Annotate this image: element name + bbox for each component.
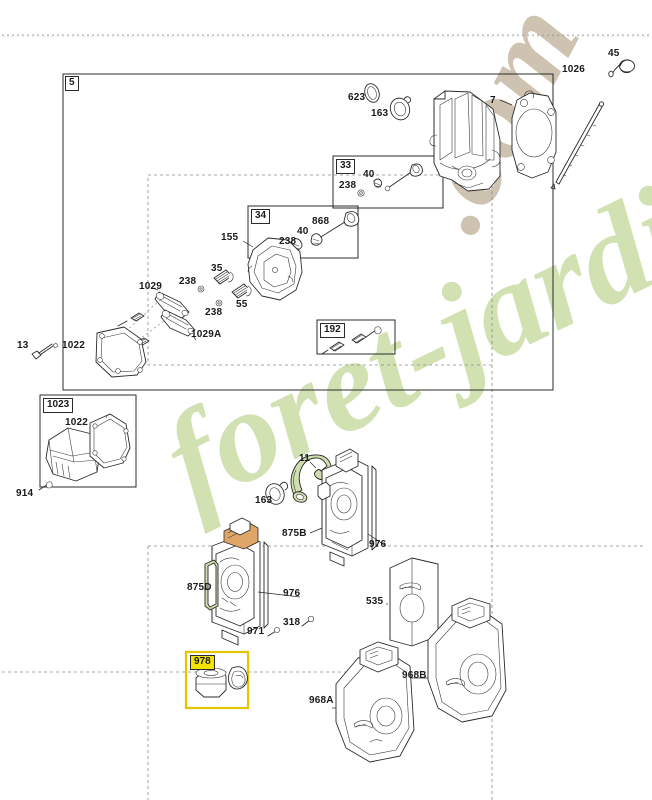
group-box-978-highlight — [184, 650, 250, 710]
part-976-carburetor-lower — [204, 517, 269, 646]
callout-1029[interactable]: 1029 — [139, 281, 163, 292]
callout-1026[interactable]: 1026 — [562, 64, 586, 75]
assembly-1023-rocker-cover — [45, 413, 131, 482]
part-1022-gasket-upper — [95, 326, 147, 378]
part-163-seal — [389, 96, 412, 121]
callout-40-box34[interactable]: 40 — [297, 226, 309, 237]
part-623-seal — [364, 83, 380, 103]
dashed-alignment-1029 — [99, 299, 169, 365]
group-label-34[interactable]: 34 — [251, 209, 271, 224]
assembly-978-cap — [195, 666, 248, 698]
cylinder-head-body — [429, 90, 501, 192]
callout-238-b[interactable]: 238 — [205, 307, 223, 318]
leader-155 — [242, 240, 254, 248]
group-label-5[interactable]: 5 — [65, 76, 79, 91]
assembly-192-fasteners — [321, 326, 382, 355]
group-label-192[interactable]: 192 — [320, 323, 345, 338]
callout-238-a[interactable]: 238 — [179, 276, 197, 287]
leader-976-upper — [367, 533, 387, 547]
part-535-air-filter — [389, 557, 439, 647]
group-label-978[interactable]: 978 — [190, 655, 215, 670]
callout-914[interactable]: 914 — [16, 488, 34, 499]
callout-535[interactable]: 535 — [366, 596, 384, 607]
callout-7[interactable]: 7 — [490, 95, 496, 106]
group-box-34 — [247, 205, 359, 259]
callout-13[interactable]: 13 — [17, 340, 29, 351]
leader-976-lower — [257, 591, 301, 598]
part-1026-dipstick-rod — [550, 101, 605, 190]
callout-45[interactable]: 45 — [608, 48, 620, 59]
part-7-head-gasket — [511, 90, 557, 179]
callout-875B[interactable]: 875B — [282, 528, 307, 539]
callout-976-upper[interactable]: 976 — [369, 539, 387, 550]
callout-11[interactable]: 11 — [299, 453, 310, 464]
part-914-screw — [38, 481, 53, 491]
callout-155[interactable]: 155 — [221, 232, 239, 243]
callout-1029A[interactable]: 1029A — [191, 329, 222, 340]
part-976-carburetor-upper — [317, 448, 377, 567]
leader-875B — [309, 527, 323, 534]
part-238-retainers — [197, 285, 223, 307]
callout-1022-box[interactable]: 1022 — [65, 417, 89, 428]
callout-875D[interactable]: 875D — [187, 582, 212, 593]
leader-7 — [499, 99, 513, 106]
group-box-5 — [62, 73, 554, 391]
callout-35[interactable]: 35 — [211, 263, 223, 274]
part-968A-air-cleaner-base — [335, 641, 415, 763]
group-label-1023[interactable]: 1023 — [43, 398, 74, 413]
part-35-spring — [213, 269, 234, 285]
part-155-cover-plate — [247, 237, 303, 301]
part-968B-air-cleaner-cover — [427, 597, 507, 723]
callout-238-box34[interactable]: 238 — [279, 236, 297, 247]
group-label-33[interactable]: 33 — [336, 159, 356, 174]
page-crop-marks — [2, 34, 650, 37]
part-318-screw — [301, 615, 315, 627]
group-box-33 — [332, 155, 444, 209]
callout-968B[interactable]: 968B — [402, 670, 427, 681]
callout-1022-upper[interactable]: 1022 — [62, 340, 86, 351]
callout-163-lower[interactable]: 163 — [255, 495, 273, 506]
part-55-spring — [231, 283, 252, 299]
group-box-1023 — [39, 394, 137, 488]
part-971-screw — [267, 627, 280, 637]
part-13-bolt — [31, 342, 59, 360]
part-11-breather-hose — [290, 454, 333, 503]
callout-238-box33[interactable]: 238 — [339, 180, 357, 191]
callout-971[interactable]: 971 — [247, 626, 265, 637]
callout-976-lower[interactable]: 976 — [283, 588, 301, 599]
part-163-clamp-lower — [265, 481, 289, 505]
callout-55[interactable]: 55 — [236, 299, 248, 310]
callout-868[interactable]: 868 — [312, 216, 330, 227]
callout-623[interactable]: 623 — [348, 92, 366, 103]
leader-11 — [309, 461, 317, 469]
part-1029A-rocker-arm — [160, 309, 196, 337]
callout-163-top[interactable]: 163 — [371, 108, 389, 119]
group-box-192 — [316, 319, 396, 355]
part-45-dipstick-cap — [608, 59, 635, 78]
leader-1029A — [192, 335, 197, 341]
callout-40-box33[interactable]: 40 — [363, 169, 375, 180]
callout-318[interactable]: 318 — [283, 617, 301, 628]
callout-968A[interactable]: 968A — [309, 695, 334, 706]
leader-1029 — [152, 287, 159, 291]
assembly-33-valve — [357, 163, 423, 197]
